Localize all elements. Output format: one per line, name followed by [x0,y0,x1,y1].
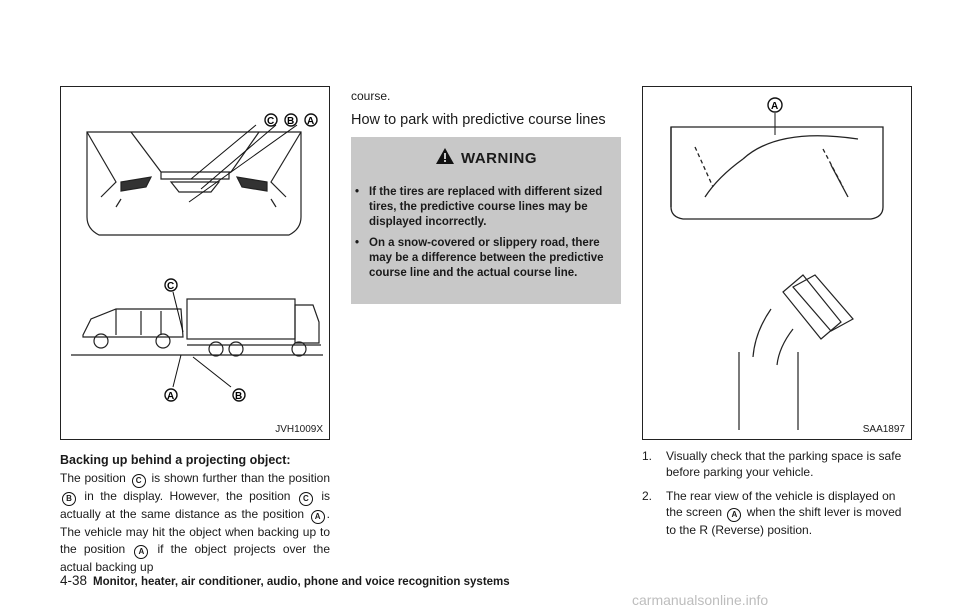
step-number: 2. [642,489,653,503]
callout-c-side: C [167,281,174,292]
step-item: 2. The rear view of the vehicle is displa… [642,488,912,538]
warning-text-road: On a snow-covered or slippery road, ther… [369,237,604,279]
steps-list: 1. Visually check that the parking space … [642,448,912,546]
warning-item-road: •On a snow-covered or slippery road, the… [355,237,604,279]
callout-marker: C [131,474,146,488]
callout-marker: C [298,492,313,506]
figure-parking-view: A SAA1897 [642,86,912,440]
text-run: The position [60,471,130,485]
text-run: . The vehicle may hit the object when ba… [60,507,330,556]
figure-code: JVH1009X [275,424,323,435]
step-item: 1. Visually check that the parking space … [642,448,912,480]
warning-triangle-icon [436,148,454,164]
step-number: 1. [642,449,653,463]
text-run: is shown further than the position [147,471,330,485]
callout-marker: A [134,545,149,559]
rear-camera-illustration: C B A C A B [71,113,323,402]
page-footer: 4-38 Monitor, heater, air conditioner, au… [60,572,510,590]
text-run: Visually check that the parking space is… [666,449,902,479]
callout-b-side: B [235,391,242,402]
callout-c-top: C [267,116,274,127]
callout-a-parking: A [771,101,778,112]
watermark: carmanualsonline.info [632,592,769,608]
warning-label: WARNING [461,150,537,167]
page-number: 4-38 [60,573,88,588]
text-run: in the display. However, the position [78,489,297,503]
callout-b-top: B [287,116,294,127]
continued-text: course. [351,89,391,103]
warning-title: WARNING [351,147,621,167]
section-heading-predictive-lines: How to park with predictive course lines [351,112,606,128]
figure-code: SAA1897 [862,424,905,435]
paragraph-projecting-object: The position C is shown further than the… [60,470,330,576]
callout-marker: A [310,510,325,524]
text-run: The rear view of the vehicle is displaye… [666,489,896,519]
callout-a-top: A [307,116,314,127]
footer-title: Monitor, heater, air conditioner, audio,… [93,576,510,588]
callout-marker: A [727,508,742,522]
callout-a-side: A [167,391,174,402]
text-run: when the shift lever is moved to the R (… [666,505,902,537]
parking-illustration: A [670,97,884,430]
callout-marker: B [62,492,76,506]
warning-text-tires: If the tires are replaced with different… [369,186,603,228]
text-run: if the object projects over the actual b… [60,542,330,574]
section-heading-projecting-object: Backing up behind a projecting object: [60,453,291,467]
figure-rear-camera-projecting-object: C B A C A B JVH1009X [60,86,330,440]
warning-item-tires: •If the tires are replaced with differen… [355,186,603,228]
warning-box: WARNING •If the tires are replaced with … [351,137,621,304]
text-run: is actually at the same distance as the … [60,489,330,521]
